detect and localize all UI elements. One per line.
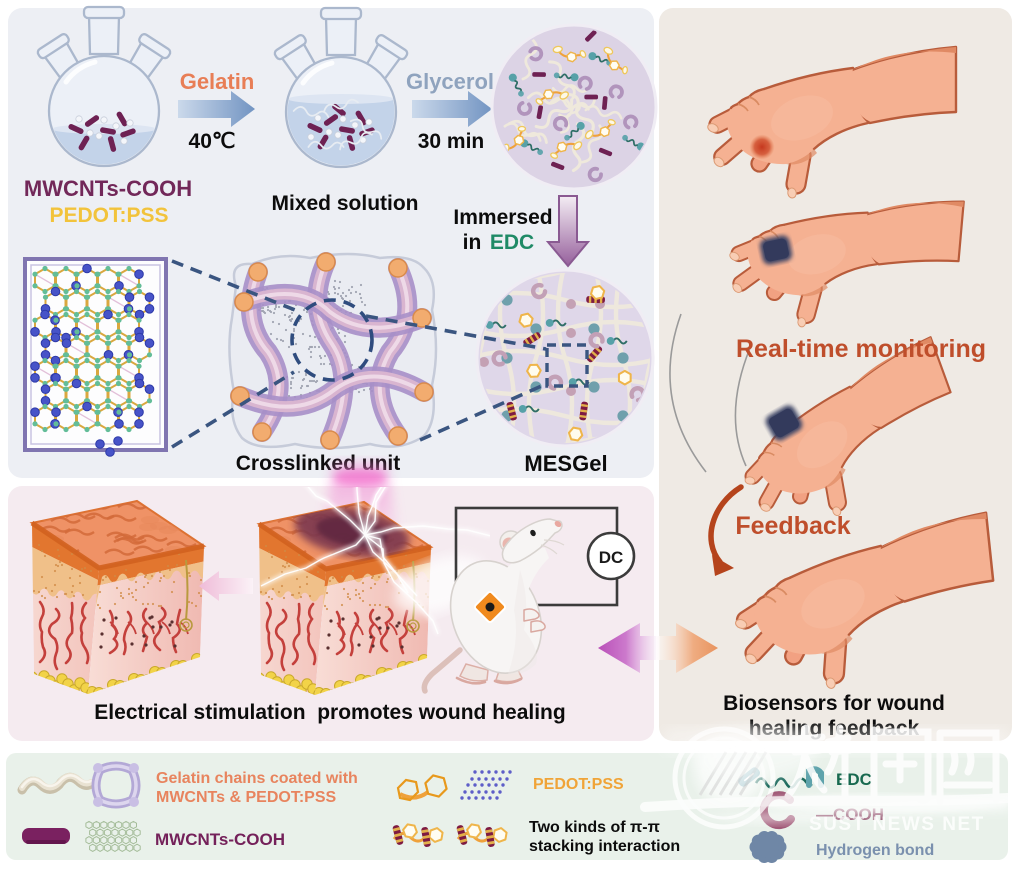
svg-text:MWCNTs-COOH: MWCNTs-COOH bbox=[24, 176, 192, 201]
svg-text:Two kinds of π-π: Two kinds of π-π bbox=[529, 819, 660, 836]
svg-text:MWCNTs & PEDOT:PSS: MWCNTs & PEDOT:PSS bbox=[156, 789, 336, 806]
svg-text:Gelatin chains coated with: Gelatin chains coated with bbox=[156, 770, 358, 787]
svg-text:MWCNTs-COOH: MWCNTs-COOH bbox=[155, 830, 285, 849]
svg-text:Biosensors for wound: Biosensors for wound bbox=[723, 692, 945, 715]
svg-text:Immersed: Immersed bbox=[453, 206, 552, 229]
svg-text:Feedback: Feedback bbox=[735, 512, 850, 540]
svg-text:Hydrogen bond: Hydrogen bond bbox=[816, 842, 934, 859]
svg-text:PEDOT:PSS: PEDOT:PSS bbox=[533, 776, 624, 793]
svg-text:Glycerol: Glycerol bbox=[406, 69, 494, 94]
svg-text:Electrical stimulation promot: Electrical stimulation promotes wound he… bbox=[94, 701, 565, 724]
svg-text:Real-time monitoring: Real-time monitoring bbox=[736, 335, 986, 363]
svg-text:40℃: 40℃ bbox=[189, 130, 236, 153]
svg-text:MESGel: MESGel bbox=[524, 451, 607, 476]
svg-text:30 min: 30 min bbox=[418, 130, 485, 153]
svg-text:PEDOT:PSS: PEDOT:PSS bbox=[49, 204, 168, 227]
svg-text:stacking interaction: stacking interaction bbox=[529, 838, 680, 855]
svg-text:SUST NEWS NET: SUST NEWS NET bbox=[809, 814, 985, 835]
svg-text:Gelatin: Gelatin bbox=[180, 69, 255, 94]
svg-text:EDC: EDC bbox=[490, 231, 534, 254]
svg-text:DC: DC bbox=[599, 548, 624, 567]
svg-text:in: in bbox=[463, 231, 482, 254]
svg-text:EDC: EDC bbox=[836, 770, 872, 789]
svg-text:Mixed solution: Mixed solution bbox=[272, 192, 419, 215]
